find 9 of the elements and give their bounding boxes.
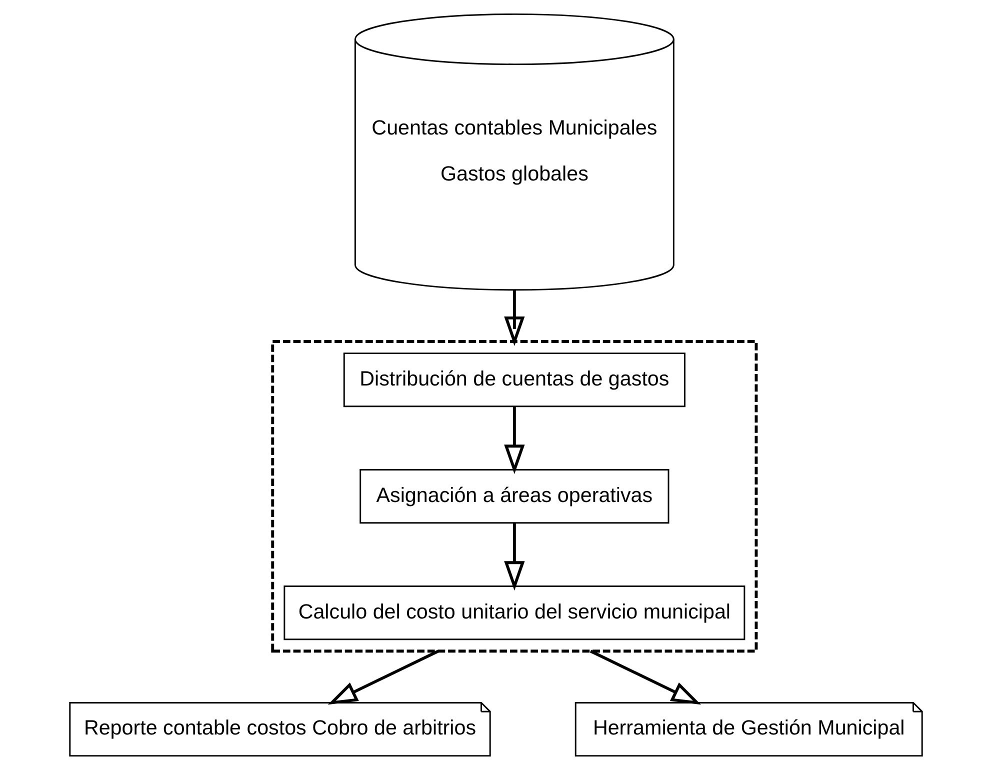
arrow bbox=[504, 290, 525, 346]
cluster bbox=[271, 340, 758, 653]
arrow bbox=[504, 523, 525, 591]
arrow bbox=[328, 650, 439, 705]
arrow bbox=[590, 650, 701, 705]
node-box: Distribución de cuentas de gastos bbox=[343, 352, 686, 408]
node-box: Asignación a áreas operativas bbox=[360, 469, 670, 524]
node-box: Calculo del costo unitario del servicio municipal bbox=[284, 586, 746, 640]
arrow bbox=[504, 406, 525, 474]
